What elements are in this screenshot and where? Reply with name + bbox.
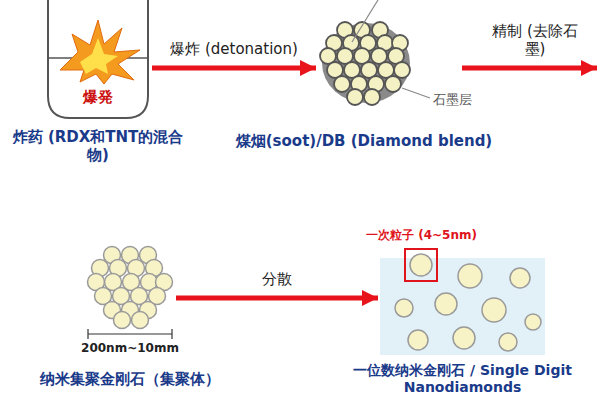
particle-group [320, 22, 410, 105]
highlight-box [405, 249, 437, 281]
particle [385, 76, 401, 92]
explosion [60, 20, 140, 84]
reactor-vessel: 爆発炸药 (RDX和TNT的混合物) [48, 0, 148, 118]
particle [458, 264, 482, 288]
explosion-core [80, 38, 118, 74]
vessel-outline [48, 0, 148, 118]
dispersed-particles: 一位数纳米金刚石 / Single Digit Nanodiamonds [380, 258, 545, 355]
process-arrow [176, 296, 378, 301]
process-arrow [462, 66, 597, 71]
inside-label: 爆発 [53, 88, 143, 106]
dimension-tick [87, 329, 88, 339]
node-caption: 一位数纳米金刚石 / Single Digit Nanodiamonds [338, 362, 588, 396]
edge-label: 分散 [212, 270, 342, 288]
particle-group [395, 254, 541, 351]
particle [347, 89, 363, 105]
particle [395, 299, 413, 317]
dimension-label: 200nm~10mm [70, 341, 190, 355]
particle [510, 268, 530, 288]
callout-label: 一次粒子 (4~5nm) [366, 228, 477, 242]
dimension-line [88, 333, 172, 334]
leader-line [352, 0, 378, 42]
particle [410, 254, 432, 276]
particle [525, 314, 541, 330]
dimension-tick [171, 329, 172, 339]
soot-cluster: 煤烟(soot)/DB (Diamond blend) [318, 20, 410, 108]
particle [334, 76, 350, 92]
particle-group [88, 247, 173, 329]
node-caption: 炸药 (RDX和TNT的混合物) [11, 128, 186, 164]
particle [499, 333, 517, 351]
process-arrow [152, 66, 316, 71]
particle [364, 89, 380, 105]
aggregate-cluster: 纳米集聚金刚石（集聚体） [88, 245, 172, 327]
part-label: 石墨层 [433, 92, 472, 108]
particle [132, 312, 149, 329]
node-caption: 煤烟(soot)/DB (Diamond blend) [234, 132, 494, 150]
particle [482, 298, 506, 322]
particle [435, 293, 457, 315]
particle [453, 327, 475, 349]
leader-line [402, 88, 430, 98]
particle [114, 312, 131, 329]
node-caption: 纳米集聚金刚石（集聚体） [20, 370, 240, 388]
edge-label: 爆炸 (detonation) [169, 40, 299, 58]
particle [394, 62, 410, 78]
process-label: 精制 (去除石墨) [485, 22, 585, 58]
particle [408, 330, 428, 350]
